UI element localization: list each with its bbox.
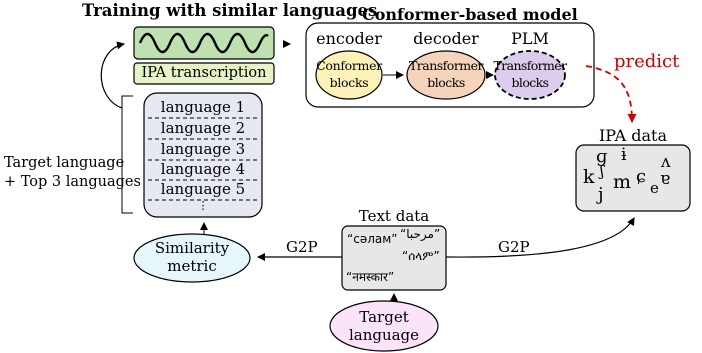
plm-block-label: Transformer blocks — [493, 57, 568, 91]
plm-heading: PLM — [511, 29, 549, 48]
predict-label: predict — [614, 51, 680, 72]
ipa-symbol-turned-v: ʌ — [661, 152, 671, 172]
ipa-data-title: IPA data — [598, 126, 667, 145]
language-caption: Target language + Top 3 languages — [4, 154, 141, 192]
ipa-symbol-k: k — [583, 166, 595, 188]
encoder-heading: encoder — [316, 29, 382, 48]
text-sample-amharic: “ሰላም” — [402, 249, 440, 263]
waveform-icon — [138, 32, 269, 54]
target-label-line1: Target — [359, 308, 409, 326]
language-item-1: language 1 — [160, 98, 246, 116]
ipa-symbol-barred-i: ɨ — [621, 145, 627, 165]
language-caption-line1: Target language — [4, 155, 125, 171]
language-item-5: language 5 — [160, 180, 246, 198]
language-caption-line2: + Top 3 languages — [4, 174, 141, 190]
similarity-label-line1: Similarity — [154, 239, 230, 257]
target-language-label: Target language — [330, 308, 438, 344]
ipa-symbol-j: j — [598, 184, 604, 205]
plm-block-line2: blocks — [511, 75, 550, 90]
language-separators — [148, 117, 258, 201]
text-sample-hindi: “नमस्कार” — [346, 270, 395, 284]
decoder-block-line1: Transformer — [408, 58, 484, 73]
decoder-block-line2: blocks — [427, 75, 465, 90]
similarity-metric-node — [133, 233, 251, 283]
encoder-block-line1: Conformer — [316, 58, 382, 73]
g2p-right-arrow — [445, 217, 635, 258]
g2p-left-label: G2P — [286, 238, 318, 256]
text-sample-kazakh: “сәлам” — [347, 232, 398, 246]
ipa-symbol-esh: ʃ — [600, 162, 605, 180]
similarity-label-line2: metric — [167, 257, 217, 275]
encoder-block-label: Conformer blocks — [316, 57, 382, 91]
ipa-symbol-c-curl: ɕ — [636, 166, 647, 187]
language-item-4: language 4 — [160, 160, 246, 178]
ipa-symbol-e: e — [650, 179, 659, 197]
text-sample-arabic: “مرحبا” — [400, 227, 441, 241]
training-title: Training with similar languages — [82, 1, 378, 20]
predict-arrow — [585, 65, 637, 123]
similarity-label: Similarity metric — [134, 239, 250, 275]
feedback-arrow — [100, 41, 125, 109]
language-bracket — [121, 95, 133, 214]
ipa-data-box — [575, 144, 691, 212]
decoder-block — [406, 50, 486, 100]
model-title: Conformer-based model — [362, 5, 578, 24]
ipa-symbol-g: ɡ — [596, 146, 608, 167]
ipa-symbol-turned-a: ɐ — [660, 169, 671, 189]
language-ellipsis: ⋮ — [197, 199, 209, 212]
language-item-2: language 2 — [160, 119, 246, 137]
ipa-symbol-m: m — [613, 171, 632, 193]
decoder-block-label: Transformer blocks — [406, 57, 486, 91]
plm-block-line1: Transformer — [493, 58, 568, 73]
g2p-right-label: G2P — [498, 238, 530, 256]
language-item-3: language 3 — [160, 140, 246, 158]
ipa-transcription-label: IPA transcription — [141, 65, 267, 81]
text-data-title: Text data — [358, 207, 430, 225]
ipa-transcription-box — [133, 62, 275, 85]
target-language-node — [329, 300, 439, 352]
decoder-heading: decoder — [413, 29, 479, 48]
encoder-block — [315, 50, 383, 100]
text-data-box — [341, 225, 447, 291]
encoder-block-line2: blocks — [329, 75, 369, 90]
target-label-line2: language — [348, 326, 420, 344]
language-list-box — [143, 92, 263, 218]
plm-block — [494, 50, 566, 100]
